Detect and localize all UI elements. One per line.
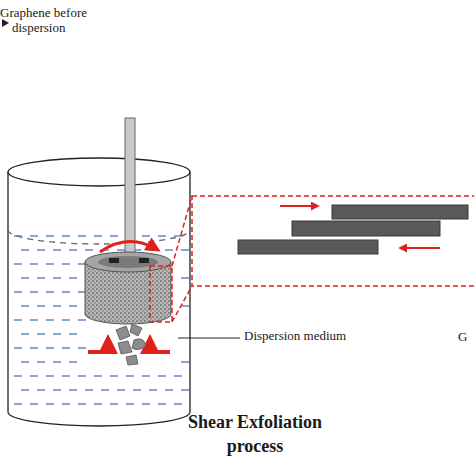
graphite-fragments bbox=[116, 324, 146, 365]
leader-line bbox=[178, 338, 240, 339]
shear-arrows bbox=[280, 206, 440, 248]
material-label: Graphene before dispersion bbox=[0, 6, 112, 36]
medium-label: Dispersion medium bbox=[244, 329, 404, 344]
rotation-arrow bbox=[100, 241, 158, 252]
liquid-dashes bbox=[14, 236, 189, 404]
zoom-callout bbox=[150, 196, 474, 322]
rotor-stator-head bbox=[85, 252, 171, 324]
graphene-sheets bbox=[238, 205, 468, 254]
cut-label: G bbox=[458, 330, 472, 345]
bullet-marker bbox=[2, 19, 9, 27]
beaker bbox=[8, 158, 190, 426]
shaft bbox=[125, 118, 135, 260]
figure-caption: Shear Exfoliation process bbox=[165, 410, 345, 459]
